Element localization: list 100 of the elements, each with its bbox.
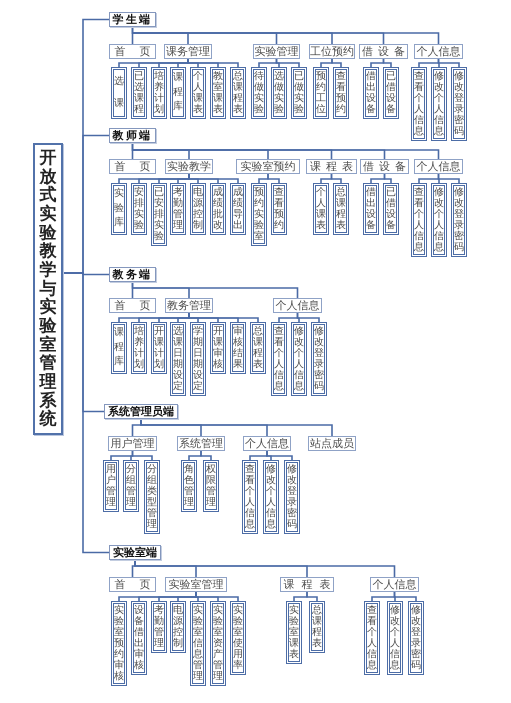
function-label: 借出设备 (366, 187, 376, 231)
function-box (131, 601, 147, 675)
function-box (383, 183, 399, 235)
function-box (190, 67, 206, 119)
function-box (271, 67, 287, 119)
client-label: 教务端 (112, 269, 152, 280)
function-label: 查看个人信息 (245, 464, 255, 530)
connector-line (267, 174, 280, 183)
module-box (236, 159, 300, 174)
connector-line (132, 451, 153, 460)
connector-line (132, 282, 298, 298)
connector-line (296, 313, 320, 322)
function-label: 培养计划 (134, 326, 144, 370)
module-label: 系统管理 (179, 438, 223, 449)
function-box (309, 601, 325, 653)
module-label: 借 设 备 (362, 46, 406, 57)
connector-line (134, 560, 396, 577)
connector-line (132, 143, 440, 159)
function-label: 考勤管理 (154, 605, 164, 649)
function-label: 选做实验 (274, 71, 284, 115)
module-box (109, 577, 156, 592)
connector-line (370, 59, 384, 67)
connector-line (188, 174, 239, 183)
client-box (109, 12, 156, 27)
module-label: 首 页 (114, 300, 151, 311)
function-box (170, 322, 186, 396)
connector-line (132, 27, 440, 44)
function-box (230, 67, 246, 119)
module-label: 首 页 (114, 579, 151, 590)
function-label: 总课程表 (336, 187, 346, 231)
function-box (363, 67, 379, 119)
function-label: 培养计划 (154, 71, 164, 115)
connector-line (276, 59, 300, 67)
module-box (165, 577, 227, 592)
function-label: 借出设备 (366, 71, 376, 115)
module-label: 工位预约 (310, 46, 354, 57)
function-label: 分组管理 (126, 464, 136, 508)
function-box (151, 183, 167, 246)
module-box (109, 159, 156, 174)
function-box (111, 183, 127, 235)
function-label: 实验室信息管理 (193, 605, 203, 682)
function-label: 预约工位 (316, 71, 326, 115)
client-label: 系统管理员端 (108, 406, 174, 417)
function-label: 个人课表 (193, 71, 203, 115)
function-label: 成绩导出 (233, 187, 243, 231)
connector-line (195, 592, 239, 601)
function-box (431, 67, 447, 141)
function-label: 预约实验室 (254, 187, 264, 242)
module-label: 实验管理 (254, 46, 298, 57)
function-label: 修改登录密码 (454, 187, 464, 253)
function-box (408, 601, 424, 675)
function-label: 修改登录密码 (287, 464, 297, 530)
function-label: 用户管理 (106, 464, 116, 508)
function-label: 电源控制 (173, 605, 183, 649)
function-box (451, 67, 467, 141)
function-box (230, 322, 246, 374)
function-box (411, 67, 427, 141)
connector-line (418, 59, 440, 67)
client-box (109, 267, 156, 282)
function-label: 实验室资产管理 (213, 605, 223, 682)
function-label: 教室课表 (213, 71, 223, 115)
function-box (111, 601, 127, 686)
function-box (286, 601, 302, 664)
function-label: 修改个人信息 (390, 605, 400, 671)
function-box (242, 460, 258, 534)
function-box (387, 601, 403, 675)
function-label: 查看个人信息 (414, 71, 424, 137)
function-box (190, 322, 206, 396)
module-label: 首 页 (114, 161, 151, 172)
connector-line (438, 59, 460, 67)
function-label: 考勤管理 (173, 187, 183, 231)
function-box (203, 460, 219, 512)
function-box (284, 460, 300, 534)
function-label: 修改登录密码 (454, 71, 464, 137)
function-box (271, 183, 287, 235)
function-label: 修改个人信息 (434, 71, 444, 137)
function-box (230, 183, 246, 235)
function-box (210, 322, 226, 374)
function-label: 查看个人信息 (414, 187, 424, 253)
function-label: 修改登录密码 (411, 605, 421, 671)
function-box (111, 322, 127, 374)
function-label: 实验室预约审核 (114, 605, 124, 682)
connector-line (384, 174, 392, 183)
module-box (360, 159, 409, 174)
function-label: 总课程表 (312, 605, 322, 649)
function-label: 角色管理 (184, 464, 194, 508)
function-label: 课程库 (173, 71, 183, 114)
function-label: 实验室使用率 (233, 605, 243, 671)
function-box (131, 322, 147, 374)
function-label: 修改个人信息 (294, 326, 304, 392)
function-box (451, 183, 467, 257)
function-box (291, 67, 307, 119)
function-label: 选课 (114, 74, 124, 111)
module-box (306, 159, 357, 174)
function-label: 分组类型管理 (147, 464, 157, 530)
client-box (104, 404, 178, 419)
module-label: 个人信息 (372, 579, 416, 590)
function-label: 查看个人信息 (274, 326, 284, 392)
module-box (280, 577, 334, 592)
function-box (170, 67, 186, 119)
